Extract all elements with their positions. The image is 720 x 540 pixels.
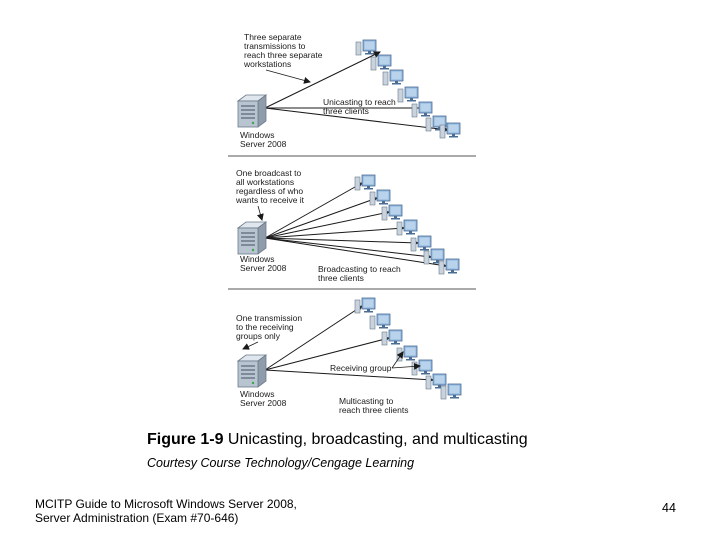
server-icon [236,94,268,128]
workstation-icon [381,329,403,346]
workstation-icon [438,258,460,275]
workstation-icon [369,189,391,206]
workstation-icon [410,235,432,252]
footer-line-2: Server Administration (Exam #70-646) [35,511,239,525]
group-pointer [391,351,404,369]
transmission-arrow [264,305,363,371]
transmission-arrow [264,224,405,239]
group-pointer [391,362,421,370]
note-pointer [242,341,259,350]
transmission-arrow [264,196,378,239]
transmission-arrow [264,107,449,133]
transmission-arrow [264,237,447,269]
workstation-icon [423,248,445,265]
workstation-icon [440,383,462,400]
workstation-icon [396,219,418,236]
workstation-icon [354,297,376,314]
transmission-arrow [264,369,434,384]
workstation-icon [425,115,447,132]
workstation-icon [397,86,419,103]
figure-caption-text: Unicasting, broadcasting, and multicasti… [223,431,528,448]
note-pointer [256,205,264,221]
workstation-icon [439,122,461,139]
workstation-icon [425,373,447,390]
figure-caption: Figure 1-9 Unicasting, broadcasting, and… [147,431,528,449]
footer-line-1: MCITP Guide to Microsoft Windows Server … [35,497,297,511]
workstation-icon [354,174,376,191]
note-pointer [265,69,311,84]
transmission-arrow [264,209,390,239]
transmission-arrow [264,237,419,247]
workstation-icon [396,345,418,362]
transmission-arrow [264,336,390,371]
workstation-icon [411,101,433,118]
workstation-icon [370,54,392,71]
footer-book-title: MCITP Guide to Microsoft Windows Server … [35,497,297,525]
server-icon [236,221,268,255]
receiving-group-label: Receiving group [330,363,392,373]
transmission-arrow [264,51,381,109]
workstation-icon [355,39,377,56]
workstation-icon [411,359,433,376]
figure-number: Figure 1-9 [147,431,224,448]
transmission-arrow [264,237,432,260]
transmission-arrow [264,182,363,239]
page-number: 44 [662,501,676,515]
figure-credit: Courtesy Course Technology/Cengage Learn… [147,456,415,470]
workstation-icon [381,204,403,221]
server-icon [236,354,268,388]
workstation-icon [382,69,404,86]
workstation-icon [369,313,391,330]
